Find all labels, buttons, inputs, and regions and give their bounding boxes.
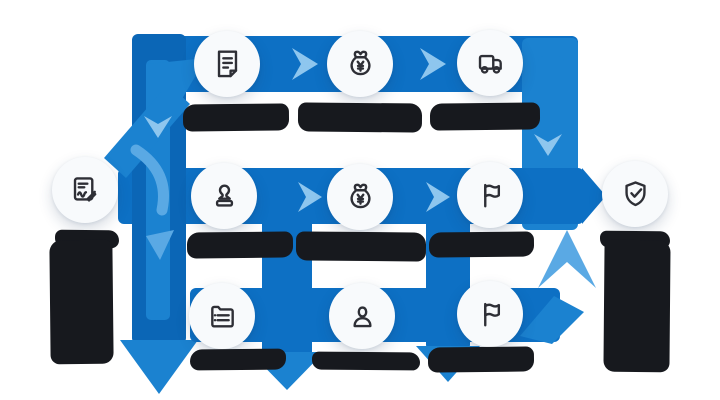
node-middle-stamp — [191, 163, 257, 229]
arrowhead-down-left — [120, 340, 198, 394]
redacted-label — [49, 239, 114, 365]
contract-signature-icon — [67, 172, 104, 209]
chevron-right-top-2 — [420, 48, 446, 80]
redacted-label — [603, 239, 671, 373]
node-middle-flag — [457, 162, 523, 228]
redacted-label — [429, 102, 541, 131]
chevron-down-right-band — [534, 134, 562, 156]
flow-curve-accent — [130, 144, 169, 216]
chevron-right-top-1 — [292, 48, 318, 80]
flow-up-ribbon — [520, 296, 584, 344]
node-middle-money-bag-yen — [327, 164, 393, 230]
node-bottom-document-list — [189, 283, 255, 349]
node-bottom-flag — [457, 281, 523, 347]
person-icon — [344, 298, 381, 335]
arrowhead-up-right-start — [148, 58, 206, 116]
truck-icon — [472, 45, 509, 82]
redacted-label — [295, 231, 427, 262]
document-list-icon — [204, 298, 241, 335]
redacted-label — [186, 231, 294, 259]
redacted-label — [428, 231, 535, 258]
flow-arrow-right-to-shield — [582, 168, 606, 224]
money-bag-yen-icon — [342, 179, 379, 216]
arrowhead-curve-accent — [146, 230, 174, 260]
flag-icon — [472, 177, 509, 214]
flag-icon — [472, 296, 509, 333]
shield-check-icon — [617, 176, 654, 213]
node-middle-shield-check — [602, 161, 668, 227]
arrowhead-up-to-shield — [538, 230, 596, 288]
stamp-icon — [206, 178, 243, 215]
redacted-label — [427, 346, 535, 373]
node-top-money-bag-yen — [327, 31, 393, 97]
money-bag-yen-icon — [342, 46, 379, 83]
chevron-down-left-band — [144, 116, 172, 138]
redacted-label — [189, 348, 287, 371]
chevron-right-mid-2 — [426, 182, 450, 212]
chevron-right-mid-1 — [298, 182, 322, 212]
redacted-label — [311, 351, 421, 371]
node-top-document — [194, 31, 260, 97]
node-bottom-person — [329, 283, 395, 349]
node-middle-contract-signature — [52, 157, 118, 223]
node-top-truck — [457, 30, 523, 96]
redacted-label — [297, 102, 423, 133]
document-icon — [209, 46, 246, 83]
redacted-label — [182, 103, 290, 132]
